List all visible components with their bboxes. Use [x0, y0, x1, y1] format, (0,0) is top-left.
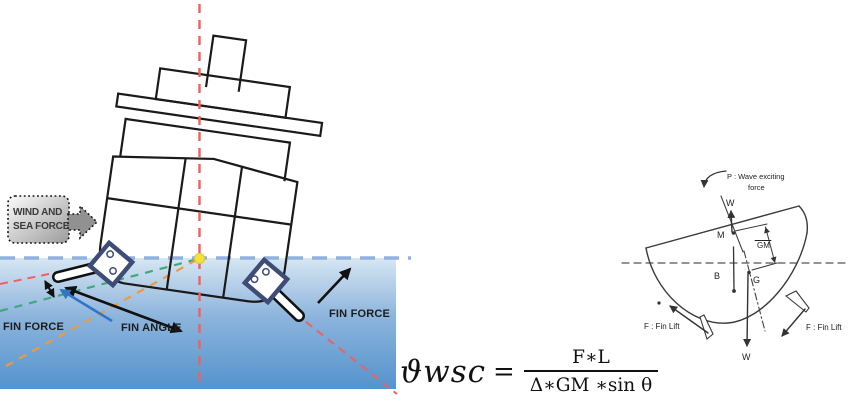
gm-dimension — [734, 223, 778, 271]
formula-denominator: Δ∗GM ∗sin θ — [523, 370, 659, 397]
right-fin-stabilizer — [241, 256, 305, 322]
gm-ref-line-bottom — [751, 262, 778, 271]
deckhouse — [118, 117, 292, 182]
fin-lift-left-arrow — [669, 305, 709, 334]
left-fin-axis-line — [0, 263, 99, 285]
wave-force-curved-arrow — [700, 170, 727, 188]
stability-cross-section-diagram: P : Wave exciting force W M GM B G W F :… — [621, 170, 849, 362]
sketch-hull — [645, 205, 809, 324]
weight-top-label: W — [726, 198, 735, 208]
formula-lhs: ϑwsc — [400, 353, 486, 390]
bridge-deck — [154, 67, 292, 119]
formula-numerator: F∗L — [572, 347, 610, 368]
fin-angle-label: FIN ANGLE — [121, 322, 182, 334]
fin-angle-pointer-arrow — [59, 288, 113, 323]
wave-force-label-line1: P : Wave exciting — [727, 172, 785, 181]
wave-force-label-line2: force — [748, 183, 765, 192]
fin-force-left-label: FIN FORCE — [3, 321, 64, 333]
buoyancy-dot — [732, 289, 736, 293]
sketch-hull-arc — [645, 232, 808, 324]
wind-sea-force-label-line1: WIND AND — [13, 207, 62, 218]
green-reference-line — [0, 257, 199, 313]
hull-frame-line-2 — [222, 166, 244, 298]
weight-up-arrow — [727, 210, 736, 233]
fin-angle-double-arrow — [44, 280, 55, 298]
gm-dimension-line — [764, 226, 777, 264]
ship-outline — [98, 34, 324, 303]
wing-deck — [115, 92, 324, 138]
hull-frame-line-1 — [165, 158, 187, 290]
buoyancy-line — [732, 246, 735, 290]
weight-down-arrow — [743, 273, 752, 347]
fin-lift-right-label: F : Fin Lift — [806, 323, 842, 332]
left-fin-mount — [86, 239, 136, 289]
sketch-sheer-edge — [798, 205, 809, 234]
buoyancy-label: B — [714, 271, 720, 281]
fin-force-right-arrow — [317, 267, 352, 304]
fin-lift-left-dot — [657, 301, 661, 305]
wind-sea-force-callout: WIND AND SEA FORCE — [7, 195, 99, 244]
formula-equals: = — [492, 356, 515, 387]
gm-label: GM — [757, 241, 770, 250]
heel-angle-formula: ϑwsc = F∗L Δ∗GM ∗sin θ — [400, 346, 659, 397]
gravity-label: G — [753, 275, 760, 285]
roll-center-dot — [194, 253, 205, 264]
sketch-right-fin — [784, 290, 810, 313]
fin-lift-left-label: F : Fin Lift — [644, 322, 680, 331]
sketch-centerline-dashdot — [743, 250, 766, 332]
fin-lift-right-arrow — [781, 308, 806, 337]
right-fin-mount — [241, 256, 291, 306]
heeled-ship-diagram: WIND AND SEA FORCE FIN FORCE FIN ANGLE F… — [0, 4, 411, 395]
metacenter-label: M — [717, 230, 725, 240]
weight-bottom-label: W — [742, 352, 751, 362]
fin-force-right-label: FIN FORCE — [329, 308, 390, 320]
wind-sea-force-box — [7, 195, 70, 244]
metacenter-dot — [731, 231, 736, 235]
left-fin-stabilizer — [52, 239, 136, 289]
gm-ref-line-top — [734, 223, 768, 232]
sketch-deck-line — [645, 205, 800, 249]
hull-deck-line — [107, 197, 292, 226]
funnel — [204, 34, 248, 92]
fin-force-left-arrow — [64, 285, 183, 334]
wind-sea-force-label-line2: SEA FORCE — [13, 221, 70, 232]
gravity-dot — [747, 270, 751, 275]
sketch-left-fin — [699, 314, 714, 340]
wind-sea-force-arrow-icon — [67, 204, 99, 240]
formula-fraction: F∗L Δ∗GM ∗sin θ — [523, 346, 659, 397]
